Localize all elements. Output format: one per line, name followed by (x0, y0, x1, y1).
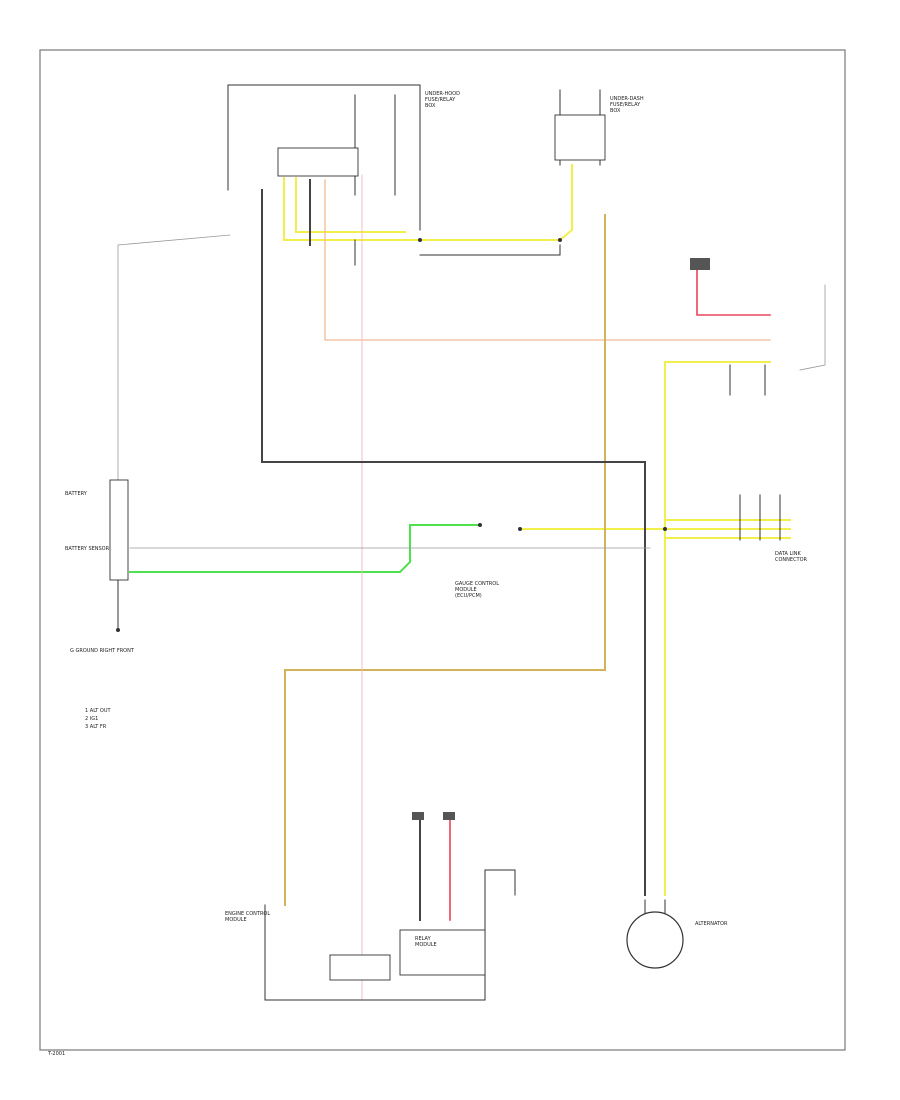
legend-3: 3 ALT FR (85, 724, 107, 730)
alternator-symbol (626, 911, 684, 969)
label-gcm-3: (ECU/PCM) (455, 593, 482, 599)
connector-bottom-2 (443, 812, 455, 820)
relay-box-right (554, 114, 606, 161)
wire-yellow-branch (295, 177, 406, 233)
wire-orange (324, 179, 771, 341)
label-gcm-1: GAUGE CONTROL (455, 581, 499, 587)
wire-green (129, 524, 481, 573)
label-relay-module-2: MODULE (415, 942, 437, 948)
module-box-bottom (399, 929, 486, 976)
wire-dark-main (261, 189, 646, 896)
label-ground: G GROUND RIGHT FRONT (70, 648, 135, 654)
connector-top-right (690, 258, 710, 270)
wire-red-top (696, 269, 771, 316)
label-dlc-2: CONNECTOR (775, 557, 808, 563)
battery-box (109, 479, 129, 581)
diagram-border (39, 49, 846, 1051)
wire-yellow-top-horizontal (283, 164, 573, 241)
label-gcm-2: MODULE (455, 587, 477, 593)
label-under-hood-fuse-2: FUSE/RELAY (425, 97, 456, 103)
legend-1: 1 ALT OUT (85, 708, 112, 714)
wires (117, 164, 826, 1001)
label-ecm-2: MODULE (225, 917, 247, 923)
label-under-hood-fuse-3: BOX (425, 103, 436, 109)
label-battery: BATTERY (65, 491, 88, 497)
label-under-dash-fuse-3: BOX (610, 108, 621, 114)
black-wiring (117, 84, 781, 1001)
label-ecm-1: ENGINE CONTROL (225, 911, 270, 917)
wire-gray-right (799, 284, 826, 371)
label-dlc-1: DATA LINK (775, 551, 801, 557)
bottom-code: T-2001 (47, 1051, 65, 1057)
label-under-hood-fuse-1: UNDER-HOOD (425, 91, 460, 97)
wire-gray-left (117, 234, 231, 481)
wire-olive (284, 214, 606, 906)
label-under-dash-fuse-1: UNDER-DASH (610, 96, 644, 102)
junction-nodes (116, 238, 667, 632)
connector-bottom-1 (412, 812, 424, 820)
relay-box-top (277, 147, 359, 177)
label-under-dash-fuse-2: FUSE/RELAY (610, 102, 641, 108)
label-relay-module-1: RELAY (415, 936, 432, 942)
label-alternator: ALTERNATOR (695, 921, 728, 927)
connector-box-bottom (329, 954, 391, 981)
label-battery-sensor: BATTERY SENSOR (65, 546, 110, 552)
legend-2: 2 IG1 (85, 716, 98, 722)
